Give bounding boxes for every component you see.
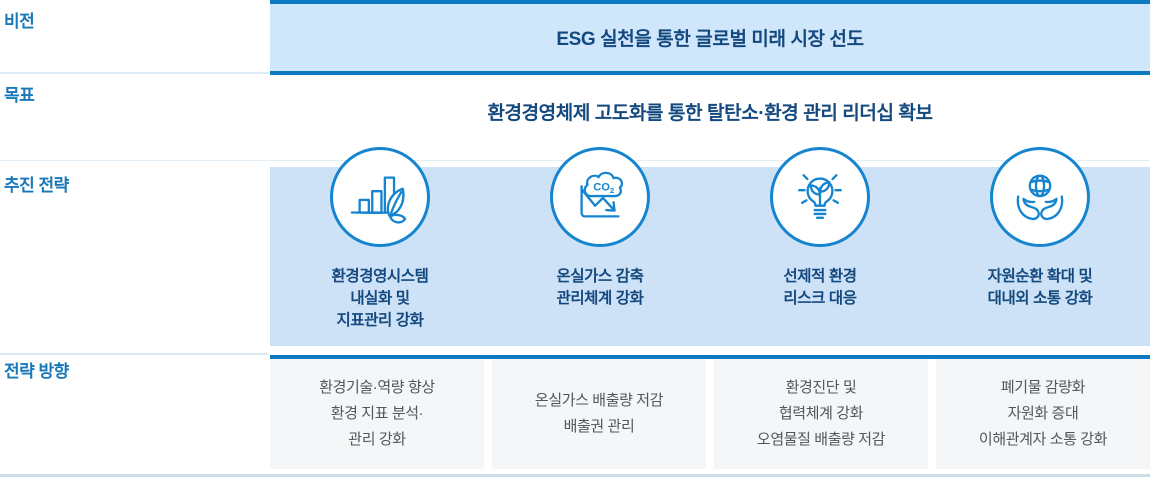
- direction-text: 폐기물 감량화 자원화 증대 이해관계자 소통 강화: [978, 375, 1108, 453]
- direction-box-3: 환경진단 및 협력체계 강화 오염물질 배출량 저감: [714, 359, 928, 469]
- direction-box-2: 온실가스 배출량 저감 배출권 관리: [492, 359, 706, 469]
- pillar-label-line: 환경경영시스템: [331, 268, 429, 285]
- strategy-pillar-circular: 자원순환 확대 및 대내외 소통 강화: [930, 147, 1150, 310]
- direction-line: 협력체계 강화: [778, 405, 864, 422]
- pillar-label-line: 내실화 및: [350, 290, 410, 307]
- pillar-label-line: 관리체계 강화: [556, 290, 644, 307]
- divider-bottom: [0, 474, 1150, 477]
- goal-area: 환경경영체제 고도화를 통한 탈탄소·환경 관리 리더십 확보: [270, 75, 1150, 147]
- vision-banner: ESG 실천을 통한 글로벌 미래 시장 선도: [270, 0, 1150, 75]
- direction-line: 배출권 관리: [563, 418, 635, 435]
- direction-line: 오염물질 배출량 저감: [756, 431, 886, 448]
- direction-line: 이해관계자 소통 강화: [978, 431, 1108, 448]
- goal-text: 환경경영체제 고도화를 통한 탈탄소·환경 관리 리더십 확보: [487, 102, 933, 124]
- direction-line: 환경 지표 분석·: [330, 405, 424, 422]
- row-label-goal: 목표: [4, 86, 35, 105]
- direction-text: 온실가스 배출량 저감 배출권 관리: [534, 388, 664, 440]
- direction-text: 환경진단 및 협력체계 강화 오염물질 배출량 저감: [756, 375, 886, 453]
- pillar-label-line: 지표관리 강화: [336, 312, 424, 329]
- pillar-circle: [770, 147, 870, 247]
- pillar-circle: CO2: [550, 147, 650, 247]
- direction-line: 온실가스 배출량 저감: [534, 392, 664, 409]
- pillar-label-line: 대내외 소통 강화: [987, 290, 1093, 307]
- pillar-label: 선제적 환경 리스크 대응: [783, 266, 857, 310]
- direction-line: 관리 강화: [348, 431, 406, 448]
- pillar-label: 자원순환 확대 및 대내외 소통 강화: [988, 266, 1093, 310]
- pillar-circle: [330, 147, 430, 247]
- pillar-label: 온실가스 감축 관리체계 강화: [556, 266, 643, 310]
- strategy-pillar-risk: 선제적 환경 리스크 대응: [710, 147, 930, 310]
- vision-text: ESG 실천을 통한 글로벌 미래 시장 선도: [556, 29, 864, 50]
- direction-line: 자원화 증대: [1007, 405, 1079, 422]
- direction-line: 환경기술·역량 향상: [319, 379, 435, 396]
- strategy-pillar-ghg: CO2 온실가스 감축 관리체계 강화: [490, 147, 710, 310]
- row-label-strategy: 추진 전략: [4, 176, 69, 195]
- bar-chart-leaf-icon: [350, 176, 407, 224]
- direction-text: 환경기술·역량 향상 환경 지표 분석· 관리 강화: [319, 375, 435, 453]
- co2-reduction-icon: CO2: [580, 171, 624, 218]
- lightbulb-sprout-icon: [798, 174, 842, 219]
- divider-under-strategy: [0, 353, 268, 355]
- direction-box-4: 폐기물 감량화 자원화 증대 이해관계자 소통 강화: [936, 359, 1150, 469]
- direction-line: 폐기물 감량화: [1000, 379, 1086, 396]
- pillar-label-line: 선제적 환경: [783, 268, 857, 285]
- pillar-circle: [990, 147, 1090, 247]
- direction-box-1: 환경기술·역량 향상 환경 지표 분석· 관리 강화: [270, 359, 484, 469]
- direction-line: 환경진단 및: [785, 379, 857, 396]
- strategy-pillar-ems: 환경경영시스템 내실화 및 지표관리 강화: [270, 147, 490, 332]
- direction-top-border: [270, 355, 1150, 359]
- row-label-direction: 전략 방향: [4, 362, 69, 381]
- pillar-label: 환경경영시스템 내실화 및 지표관리 강화: [331, 266, 428, 332]
- pillar-label-line: 자원순환 확대 및: [987, 268, 1093, 285]
- hands-globe-icon: [1016, 174, 1064, 221]
- pillar-label-line: 온실가스 감축: [556, 268, 644, 285]
- pillar-label-line: 리스크 대응: [783, 290, 857, 307]
- row-label-vision: 비전: [4, 12, 35, 31]
- svg-text:CO2: CO2: [593, 182, 614, 195]
